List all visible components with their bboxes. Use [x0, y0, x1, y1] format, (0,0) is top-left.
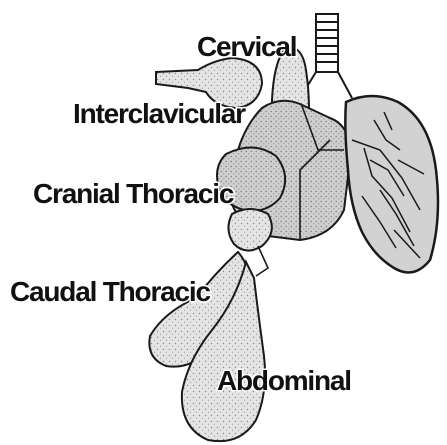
accessory-sac — [228, 209, 271, 251]
label-abdominal: Abdominal — [217, 365, 351, 396]
lung — [345, 96, 438, 273]
label-cranial-thoracic: Cranial Thoracic — [33, 178, 234, 209]
label-caudal-thoracic: Caudal Thoracic — [10, 276, 210, 307]
label-interclavicular: Interclavicular — [73, 98, 246, 129]
label-cervical: Cervical — [197, 31, 296, 62]
